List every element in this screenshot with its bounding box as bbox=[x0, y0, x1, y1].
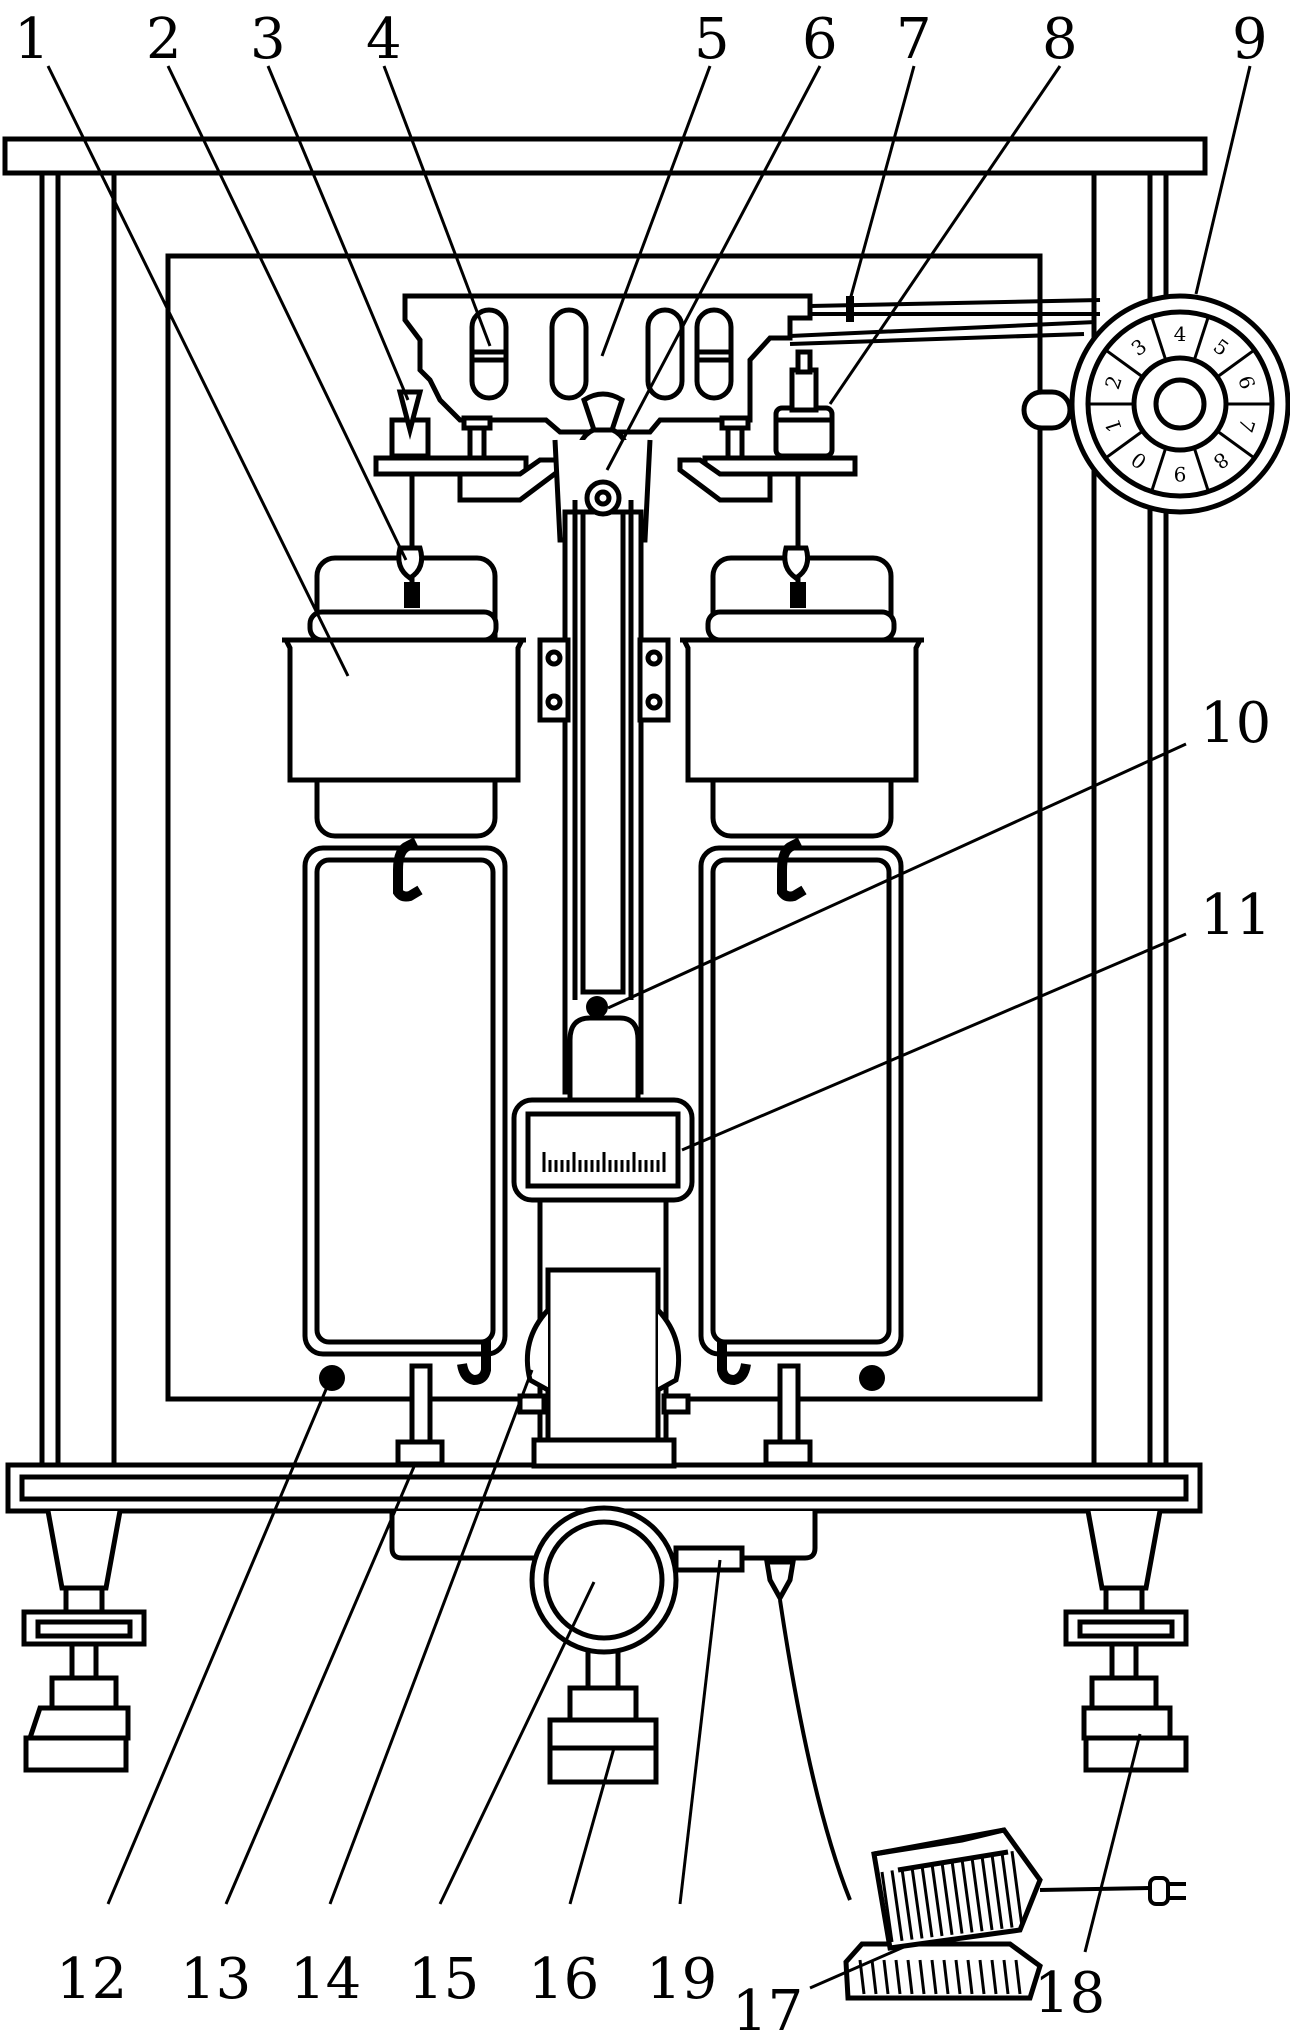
dial-spoke bbox=[1216, 429, 1256, 460]
power-cord bbox=[778, 1599, 1186, 1906]
box-rib bbox=[950, 1860, 964, 1934]
dial-spoke bbox=[1104, 348, 1144, 379]
right-hook-tip bbox=[790, 582, 806, 608]
box-rib bbox=[918, 1959, 926, 1995]
left-weighing-pan bbox=[281, 609, 527, 783]
callout-13: 13 bbox=[180, 1947, 251, 2012]
weight-dial bbox=[1021, 293, 1290, 515]
callout-labels: 1 2 3 4 5 6 7 8 9 10 11 12 13 14 15 16 1… bbox=[14, 7, 1271, 2036]
leveling-foot-right bbox=[1063, 1510, 1189, 1773]
dial-digit-9: 9 bbox=[1174, 462, 1187, 486]
box-rib bbox=[870, 1959, 878, 1995]
adjusting-knob bbox=[529, 1505, 796, 1655]
callout-5: 5 bbox=[694, 7, 730, 72]
right-rider-weight bbox=[773, 349, 835, 459]
box-rib bbox=[930, 1959, 938, 1995]
right-bottom-hook bbox=[717, 1340, 751, 1386]
right-hanger-frame bbox=[698, 474, 904, 1357]
box-rib bbox=[980, 1855, 994, 1931]
dial-spoke bbox=[1104, 429, 1144, 460]
dial-spoke bbox=[1192, 447, 1210, 492]
callout-18: 18 bbox=[1034, 1961, 1105, 2026]
box-rib bbox=[1002, 1959, 1010, 1995]
front-foot bbox=[547, 1647, 659, 1785]
central-column bbox=[552, 439, 653, 1095]
balance-beam bbox=[402, 293, 813, 435]
scale-housing bbox=[511, 1015, 695, 1469]
box-rib bbox=[894, 1959, 902, 1995]
left-lower-hook bbox=[393, 837, 423, 902]
box-rib bbox=[906, 1959, 914, 1995]
dial-spoke bbox=[1150, 447, 1168, 492]
callout-2: 2 bbox=[146, 7, 182, 72]
box-rib bbox=[1010, 1851, 1024, 1927]
dial-digit-4: 4 bbox=[1174, 322, 1187, 346]
box-rib bbox=[900, 1868, 914, 1940]
box-rib bbox=[940, 1862, 954, 1936]
callout-16: 16 bbox=[528, 1947, 599, 2012]
box-rib bbox=[930, 1863, 944, 1937]
indicator-pointer-tip bbox=[586, 996, 608, 1018]
side-support-plates bbox=[537, 637, 671, 723]
box-rib bbox=[990, 1854, 1004, 1929]
callout-12: 12 bbox=[56, 1947, 127, 2012]
box-rib bbox=[942, 1959, 950, 1995]
callout-9: 9 bbox=[1232, 7, 1268, 72]
callout-6: 6 bbox=[802, 7, 838, 72]
box-rib bbox=[954, 1959, 962, 1995]
box-rib bbox=[910, 1866, 924, 1939]
box-rib bbox=[882, 1959, 890, 1995]
box-rib bbox=[970, 1857, 984, 1932]
callout-11: 11 bbox=[1200, 883, 1271, 948]
box-rib bbox=[1000, 1852, 1014, 1928]
callout-14: 14 bbox=[290, 1947, 361, 2012]
box-rib bbox=[1014, 1959, 1022, 1995]
box-rib bbox=[890, 1870, 904, 1942]
beam-pointer-mark bbox=[846, 296, 854, 322]
left-pointer-cone bbox=[389, 389, 431, 459]
box-rib bbox=[920, 1865, 934, 1938]
left-stirrup-bracket bbox=[373, 415, 563, 503]
left-hook-tip bbox=[404, 582, 420, 608]
callout-7: 7 bbox=[896, 7, 932, 72]
damper-caps bbox=[517, 1308, 691, 1415]
dial-spoke bbox=[1192, 316, 1210, 361]
beam-levers bbox=[789, 298, 1101, 346]
box-rib bbox=[978, 1959, 986, 1995]
callout-19: 19 bbox=[646, 1947, 717, 2012]
leveling-foot-left bbox=[21, 1510, 147, 1773]
right-pan-stop bbox=[859, 1365, 885, 1391]
pan-posts bbox=[395, 1363, 813, 1467]
box-rib bbox=[990, 1959, 998, 1995]
control-box-ribs bbox=[858, 1851, 1024, 1995]
right-lower-hook bbox=[777, 837, 807, 902]
left-bottom-hook bbox=[457, 1340, 491, 1386]
box-rib bbox=[966, 1959, 974, 1995]
dial-spoke bbox=[1150, 316, 1168, 361]
optical-scale bbox=[542, 1152, 666, 1172]
callout-17: 17 bbox=[732, 1979, 803, 2036]
dial-spoke bbox=[1216, 348, 1256, 379]
left-pan-stop bbox=[319, 1365, 345, 1391]
callout-3: 3 bbox=[250, 7, 286, 72]
callout-15: 15 bbox=[408, 1947, 479, 2012]
box-rib bbox=[880, 1871, 894, 1943]
box-rib bbox=[960, 1858, 974, 1933]
right-weighing-pan bbox=[679, 609, 925, 783]
callout-8: 8 bbox=[1042, 7, 1078, 72]
callout-1: 1 bbox=[14, 7, 50, 72]
leader-lines bbox=[46, 65, 1252, 1990]
callout-4: 4 bbox=[366, 7, 402, 72]
callout-10: 10 bbox=[1200, 691, 1271, 756]
